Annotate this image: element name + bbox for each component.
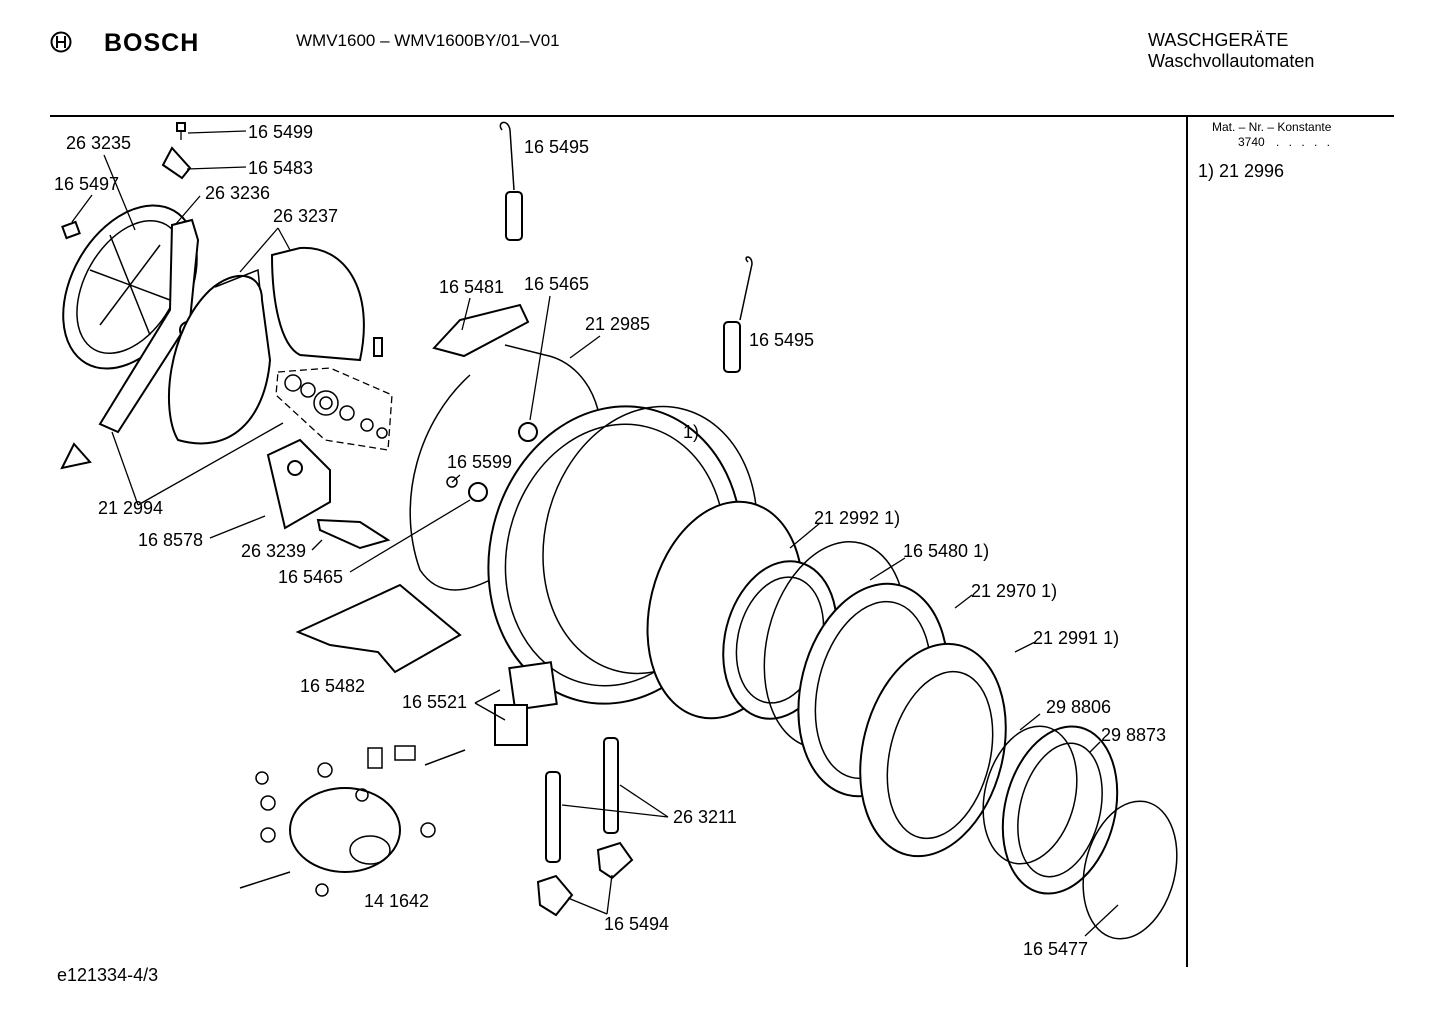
part-label: 16 5599 bbox=[447, 452, 512, 472]
part-label: 16 5477 bbox=[1023, 939, 1088, 959]
sidebar-constant: 3740 bbox=[1238, 135, 1265, 149]
rear-cover-plate bbox=[270, 246, 383, 362]
part-label: 16 5481 bbox=[439, 277, 504, 297]
bosch-logo-icon bbox=[50, 31, 72, 53]
sidebar-divider bbox=[1186, 117, 1188, 967]
part-label: 26 3236 bbox=[205, 183, 270, 203]
motor-assembly bbox=[239, 745, 466, 897]
leader-lines bbox=[71, 130, 1119, 937]
screw-and-bracket bbox=[60, 122, 192, 470]
base-plate bbox=[295, 583, 558, 746]
part-label: 26 3237 bbox=[273, 206, 338, 226]
part-label: 16 5497 bbox=[54, 174, 119, 194]
part-label: 16 5480 1) bbox=[903, 541, 989, 561]
part-label: 21 2970 1) bbox=[971, 581, 1057, 601]
part-label: 16 5494 bbox=[604, 914, 669, 934]
shock-absorbers bbox=[536, 737, 634, 917]
category-title: WASCHGERÄTE bbox=[1148, 30, 1289, 50]
part-label: 26 3211 bbox=[673, 807, 737, 827]
suspension-springs bbox=[499, 121, 753, 373]
front-seal-rings bbox=[763, 541, 1007, 858]
door-gasket bbox=[982, 725, 1178, 940]
category-subtitle: Waschvollautomaten bbox=[1148, 51, 1315, 71]
sidebar-note: 1) 21 2996 bbox=[1198, 161, 1285, 181]
sidebar-heading: Mat. – Nr. – Konstante bbox=[1212, 120, 1332, 134]
part-label: 21 2992 1) bbox=[814, 508, 900, 528]
part-label: 16 5465 bbox=[524, 274, 589, 294]
part-label: 16 5495 bbox=[749, 330, 814, 350]
part-label: 16 5495 bbox=[524, 137, 589, 157]
part-label: 26 3239 bbox=[241, 541, 306, 561]
part-label: 14 1642 bbox=[364, 891, 429, 911]
rear-tub-shell bbox=[168, 268, 272, 445]
part-label: 21 2994 bbox=[98, 498, 163, 518]
part-label: 16 5521 bbox=[402, 692, 467, 712]
part-labels: 26 3235 16 5499 16 5483 16 5497 26 3236 … bbox=[54, 122, 1166, 959]
part-label: 21 2991 1) bbox=[1033, 628, 1119, 648]
part-label: 26 3235 bbox=[66, 133, 131, 153]
sidebar-dots: . . . . . bbox=[1276, 135, 1334, 149]
brand-name: BOSCH bbox=[104, 29, 200, 57]
part-label: 16 5482 bbox=[300, 676, 365, 696]
header-divider bbox=[50, 115, 1394, 117]
part-label: 29 8806 bbox=[1046, 697, 1111, 717]
part-label: 16 5499 bbox=[248, 122, 313, 142]
exploded-parts-diagram: 26 3235 16 5499 16 5483 16 5497 26 3236 … bbox=[54, 121, 1178, 959]
tub-mount-brackets bbox=[266, 303, 530, 550]
part-label: 29 8873 bbox=[1101, 725, 1166, 745]
diagram-code: e121334-4/3 bbox=[57, 965, 159, 985]
rear-tub-ring bbox=[409, 344, 599, 591]
model-number: WMV1600 – WMV1600BY/01–V01 bbox=[296, 31, 560, 50]
part-label: 16 5483 bbox=[248, 158, 313, 178]
part-label: 1) bbox=[683, 422, 699, 442]
bearing-set bbox=[275, 367, 393, 451]
part-label: 16 5465 bbox=[278, 567, 343, 587]
part-label: 21 2985 bbox=[585, 314, 650, 334]
part-label: 16 8578 bbox=[138, 530, 203, 550]
